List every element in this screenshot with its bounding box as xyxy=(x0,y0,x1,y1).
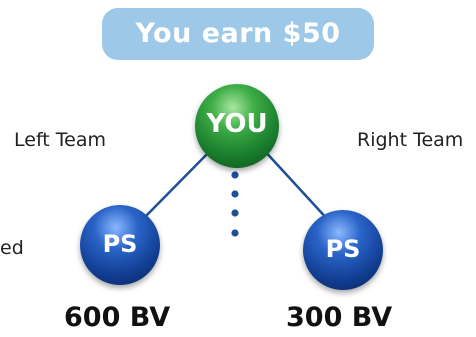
right-volume-label: 300 BV xyxy=(286,302,393,333)
dot-3 xyxy=(231,209,239,217)
left-team-label: Left Team xyxy=(14,129,107,151)
dot-1 xyxy=(231,171,239,179)
left-member-node: PS xyxy=(80,205,160,285)
cropped-text: ed xyxy=(0,237,24,259)
left-connector-line xyxy=(142,147,214,220)
dot-4 xyxy=(231,229,239,237)
dot-2 xyxy=(231,190,239,198)
left-volume-label: 600 BV xyxy=(64,302,171,333)
you-node: YOU xyxy=(195,84,279,168)
right-team-label: Right Team xyxy=(357,129,464,151)
earnings-banner: You earn $50 xyxy=(102,8,374,60)
right-connector-line xyxy=(261,147,331,223)
right-member-node: PS xyxy=(303,210,383,290)
